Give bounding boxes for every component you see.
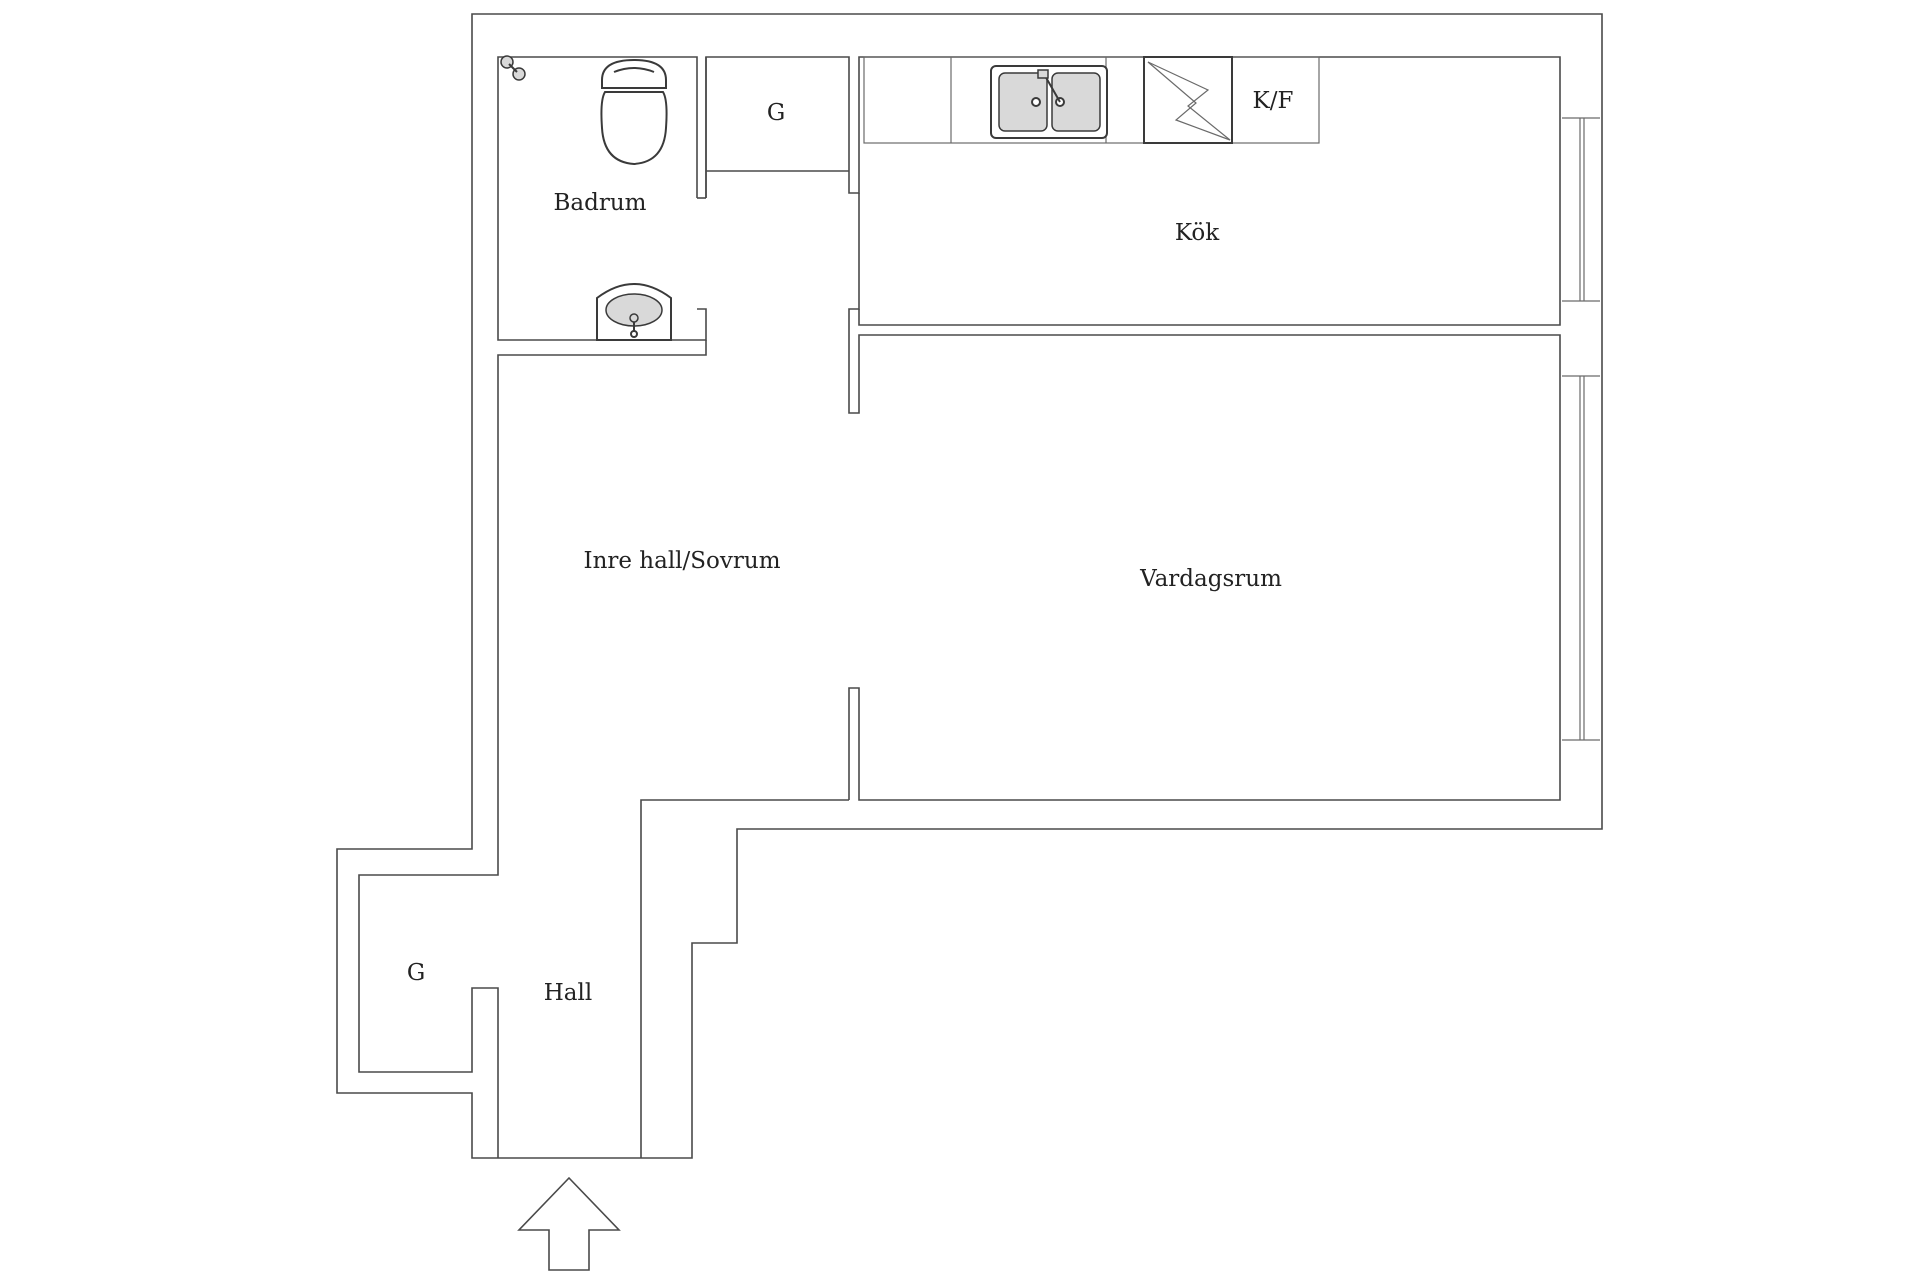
- toilet-icon: [600, 58, 668, 166]
- living-room-window: [1562, 375, 1600, 741]
- outer-wall: [336, 13, 1603, 1159]
- label-closet-entry: G: [407, 960, 425, 986]
- label-fridge-freezer: K/F: [1253, 88, 1294, 114]
- label-bathroom: Badrum: [554, 190, 647, 216]
- label-living-room: Vardagsrum: [1139, 566, 1282, 592]
- inner-hall-walls: [358, 340, 707, 1158]
- stove-icon: [1143, 56, 1233, 144]
- kitchen-walls: [848, 193, 1561, 801]
- shower-head-icon: [500, 55, 526, 81]
- kitchen-sink-icon: [990, 65, 1108, 139]
- entrance-arrow-icon: [517, 1176, 621, 1271]
- kitchen-counter: [863, 56, 1320, 144]
- kitchen-window: [1562, 117, 1600, 302]
- bathroom-sink-icon: [596, 283, 672, 341]
- closet-top-walls: [705, 56, 1561, 198]
- bathroom-walls: [497, 56, 707, 341]
- label-inner-hall-bedroom: Inre hall/Sovrum: [583, 548, 780, 574]
- label-hall: Hall: [544, 980, 592, 1006]
- label-closet-top: G: [767, 100, 785, 126]
- label-kitchen: Kök: [1175, 220, 1220, 246]
